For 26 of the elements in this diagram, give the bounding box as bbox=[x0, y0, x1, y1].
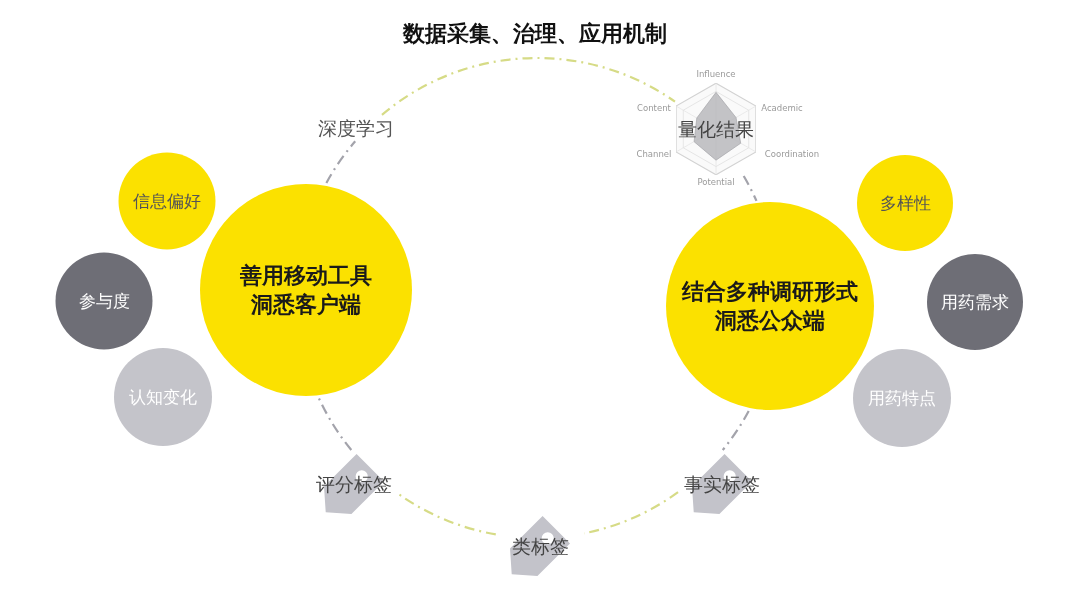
bubble-label: 认知变化 bbox=[129, 385, 197, 409]
step-label: 量化结果 bbox=[678, 117, 754, 141]
axis-label: Potential bbox=[697, 178, 735, 188]
connector-line bbox=[325, 140, 357, 184]
tag-label: 类标签 bbox=[511, 534, 569, 558]
axis-label: Coordination bbox=[764, 150, 820, 160]
connector-line bbox=[721, 410, 750, 451]
connector-line bbox=[381, 56, 676, 116]
bubble-label: 用药特点 bbox=[868, 386, 936, 410]
bubble-label: 参与度 bbox=[78, 289, 130, 313]
tag-label: 评分标签 bbox=[316, 472, 392, 496]
bubble-label: 结合多种调研形式洞悉公众端 bbox=[680, 277, 859, 335]
bubble-label: 用药需求 bbox=[941, 290, 1009, 314]
bubble-label: 信息偏好 bbox=[133, 189, 201, 213]
axis-label: Academic bbox=[761, 104, 803, 114]
connector-line bbox=[742, 175, 758, 202]
axis-label: Content bbox=[637, 104, 671, 114]
axis-label: Influence bbox=[696, 70, 736, 80]
connector-line bbox=[317, 396, 353, 451]
step-label: 深度学习 bbox=[315, 115, 397, 141]
connector-line bbox=[397, 492, 497, 536]
diagram-title: 数据采集、治理、应用机制 bbox=[403, 20, 667, 48]
bubble-label: 善用移动工具洞悉客户端 bbox=[239, 261, 373, 319]
bubble-label: 多样性 bbox=[879, 191, 931, 215]
tag-label: 事实标签 bbox=[684, 472, 760, 496]
axis-label: Channel bbox=[636, 150, 672, 160]
